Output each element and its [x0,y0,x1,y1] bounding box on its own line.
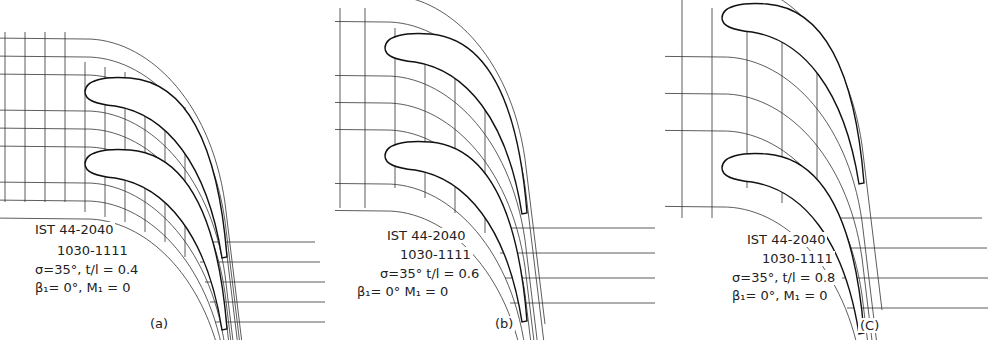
geometry-parameters: σ=35°, t/l = 0.4 [33,262,140,277]
inlet-conditions: β₁= 0°, M₁ = 0 [730,288,829,303]
flow-net-c [665,0,988,340]
series-number: 1030-1111 [55,243,130,258]
cascade-code: IST 44-2040 [745,232,827,247]
inlet-conditions: β₁= 0°, M₁ = 0 [33,280,132,295]
panel-letter: (C) [858,318,881,333]
flow-net-b [335,0,655,340]
inlet-conditions: β₁= 0° M₁ = 0 [355,284,450,299]
geometry-parameters: σ=35° t/l = 0.6 [378,266,481,281]
series-number: 1030-1111 [760,251,835,266]
geometry-parameters: σ=35°, t/l = 0.8 [730,270,837,285]
panel-letter: (b) [493,316,515,331]
cascade-code: IST 44-2040 [33,222,115,237]
flow-net-a [0,32,325,340]
panel-letter: (a) [148,316,170,331]
cascade-code: IST 44-2040 [385,228,467,243]
series-number: 1030-1111 [398,247,473,262]
